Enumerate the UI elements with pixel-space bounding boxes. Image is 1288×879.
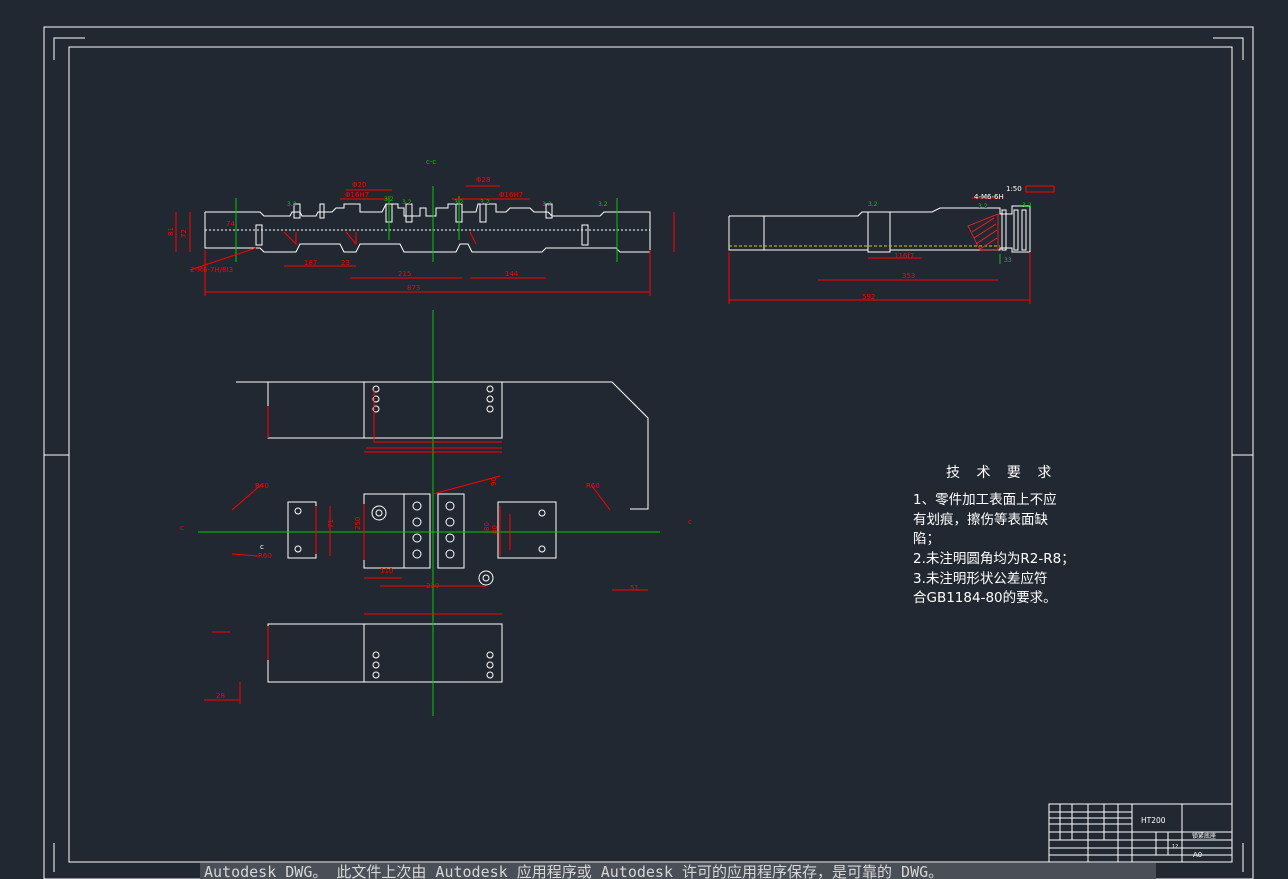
dim-215: 215	[398, 270, 411, 278]
requirement-line: 陷；	[913, 531, 940, 547]
dim-phi20: Φ20	[352, 181, 366, 189]
svg-text:3.2: 3.2	[384, 196, 394, 203]
requirements-title: 技 术 要 求	[946, 465, 1058, 481]
title-sheet: A0	[1193, 851, 1202, 859]
title-material: HT200	[1141, 816, 1166, 825]
dim-scale: 1:50	[1006, 185, 1022, 193]
dim-144: 144	[505, 270, 519, 278]
section-view-cc: c-c	[167, 158, 675, 296]
dim-33: 33	[1004, 257, 1012, 264]
title-block	[1048, 803, 1233, 863]
section-label: c-c	[426, 158, 436, 166]
dim-screws-right: 4-M6-6H	[974, 193, 1004, 201]
dim-51: 51	[630, 584, 639, 592]
plan-view: 28 51 230 110 71 80 80 250 90 R40 R60 R6…	[180, 310, 692, 716]
dim-r40: R40	[255, 482, 269, 490]
dim-592: 592	[862, 293, 875, 301]
svg-text:3.2: 3.2	[978, 203, 988, 210]
svg-text:3.2: 3.2	[1022, 202, 1032, 209]
dim-71: 71	[327, 519, 335, 528]
dim-23: 23	[341, 259, 350, 267]
drawing-frame	[43, 26, 1254, 879]
dim-phi28: Φ28	[476, 176, 490, 184]
svg-text:3.2: 3.2	[868, 201, 878, 208]
dim-353: 353	[902, 272, 915, 280]
side-view: 592 353 116f7 4-M6-6H 1:50 3.2 3.2 33 3.2	[728, 185, 1055, 304]
dim-r60: R60	[258, 552, 272, 560]
requirement-line: 3.未注明形状公差应符	[913, 571, 1048, 587]
dim-74: 74	[226, 220, 235, 228]
dim-screws-left: 2-M6-7H/8I3	[190, 266, 233, 274]
dim-873: 873	[407, 284, 420, 292]
section-mark-mid: c	[260, 543, 264, 551]
svg-text:3.2: 3.2	[480, 199, 490, 206]
section-mark-left: c	[180, 524, 184, 532]
svg-text:3.2: 3.2	[598, 201, 608, 208]
svg-text:3.2: 3.2	[542, 201, 552, 208]
title-part-name: 锁紧底座	[1192, 832, 1216, 840]
dim-r60b: R60	[586, 482, 600, 490]
svg-text:3.2: 3.2	[454, 199, 464, 206]
dim-28: 28	[216, 692, 225, 700]
requirement-line: 有划痕，擦伤等表面缺	[913, 512, 1048, 528]
dim-187: 187	[304, 259, 317, 267]
svg-text:3.2: 3.2	[402, 199, 412, 206]
section-mark-right: c	[688, 518, 692, 526]
dim-72: 72	[180, 229, 188, 238]
svg-text:3.2: 3.2	[287, 201, 297, 208]
requirement-line: 2.未注明圆角均为R2-R8；	[913, 551, 1075, 567]
dim-h80: 80	[491, 525, 499, 534]
dim-90: 90	[490, 477, 498, 486]
dim-116f7: 116f7	[894, 252, 914, 260]
dim-phi16h7-b: Φ16H7	[499, 191, 523, 199]
dim-81: 81	[167, 227, 175, 236]
dim-80: 80	[483, 522, 491, 531]
dim-phi16h7: Φ16H7	[345, 191, 369, 199]
title-qty: 12	[1172, 844, 1178, 850]
dim-230: 230	[426, 582, 439, 590]
dim-110: 110	[380, 567, 393, 575]
dim-250: 250	[354, 517, 362, 530]
requirement-line: 1、零件加工表面上不应	[913, 492, 1057, 508]
dwg-status-bar: Autodesk DWG。 此文件上次由 Autodesk 应用程序或 Auto…	[200, 863, 1156, 879]
requirement-line: 合GB1184-80的要求。	[913, 590, 1057, 606]
